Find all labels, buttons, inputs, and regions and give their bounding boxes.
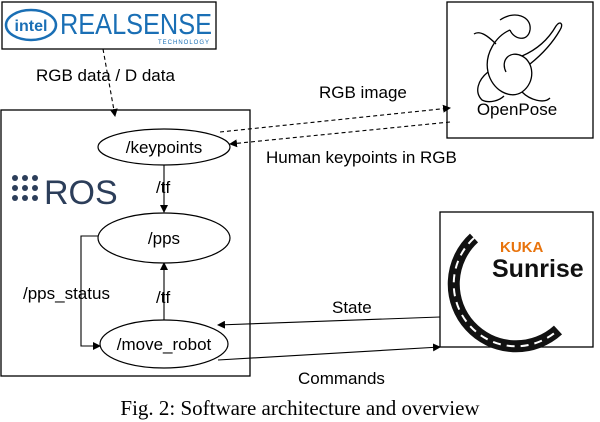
label-pps-status: /pps_status [23,284,110,303]
ros-wordmark: ROS [44,174,118,212]
edge-keypoints-to-openpose [219,104,451,133]
label-state: State [332,298,372,317]
openpose-box: OpenPose [446,1,594,139]
intel-badge-text: intel [15,18,48,35]
label-rgb-image: RGB image [319,83,407,102]
node-pps: /pps [97,212,231,264]
intel-ring-icon [4,8,58,42]
edge-commands [217,343,441,361]
ros-dots-icon [12,175,38,201]
kuka-wordmark: KUKA [500,239,543,256]
node-pps-label: /pps [148,229,180,248]
sunrise-wordmark: Sunrise [492,255,584,283]
kuka-sunrise-box: KUKA Sunrise [439,211,594,353]
node-keypoints: /keypoints [97,128,231,166]
label-rgb-d-data: RGB data / D data [36,66,175,85]
edge-openpose-to-keypoints [229,121,451,148]
node-move-robot: /move_robot [99,319,229,369]
realsense-subtitle: TECHNOLOGY [158,40,210,46]
label-human-keypoints: Human keypoints in RGB [266,148,457,167]
label-tf-top: /tf [156,178,170,197]
edge-realsense-to-keypoints [102,48,118,117]
node-keypoints-label: /keypoints [126,138,203,157]
label-commands: Commands [298,369,385,388]
edge-state [217,316,441,329]
openpose-wordmark: OpenPose [477,100,557,119]
edge-pps-status [80,235,102,350]
label-tf-bottom: /tf [156,288,170,307]
figure-caption: Fig. 2: Software architecture and overvi… [120,396,480,420]
node-move-robot-label: /move_robot [117,335,212,354]
realsense-wordmark: REALSENSE [60,9,212,41]
pose-figure-icon [473,14,563,103]
realsense-logo-box: intel REALSENSE TECHNOLOGY [1,1,217,50]
